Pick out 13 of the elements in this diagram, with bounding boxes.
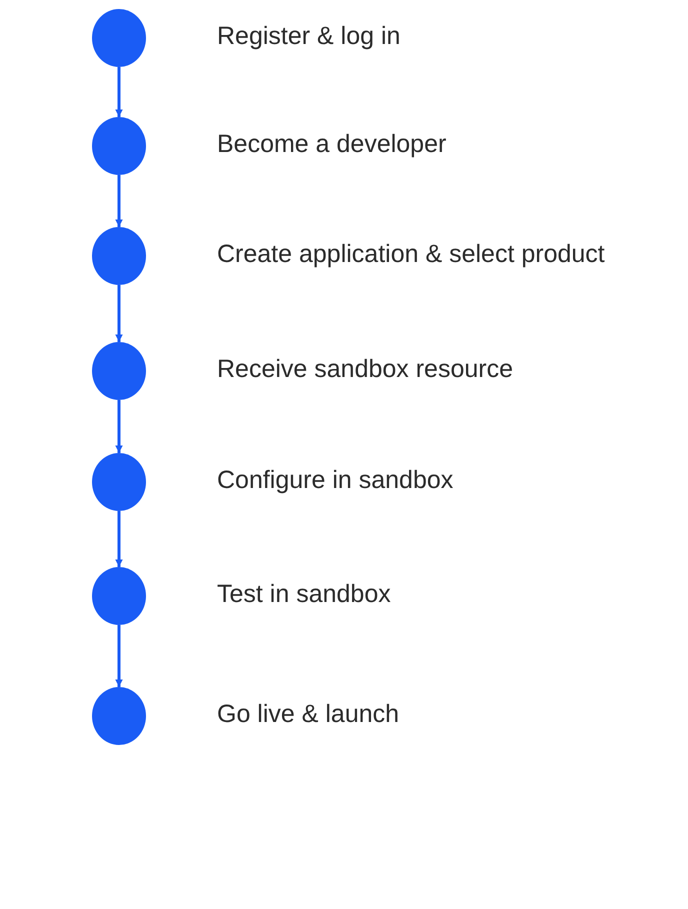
- arrow: [114, 175, 122, 230]
- step-label: Go live & launch: [217, 699, 400, 729]
- step-label: Become a developer: [217, 129, 446, 159]
- arrow: [114, 67, 122, 120]
- step-label: Test in sandbox: [217, 579, 391, 609]
- arrow: [114, 285, 122, 344]
- arrow: [114, 511, 122, 570]
- step-label: Create application & select product: [217, 239, 605, 269]
- step-label: Register & log in: [217, 21, 400, 51]
- arrow: [114, 625, 122, 690]
- step-label: Configure in sandbox: [217, 465, 454, 495]
- step-label: Receive sandbox resource: [217, 354, 513, 384]
- arrow: [114, 400, 122, 456]
